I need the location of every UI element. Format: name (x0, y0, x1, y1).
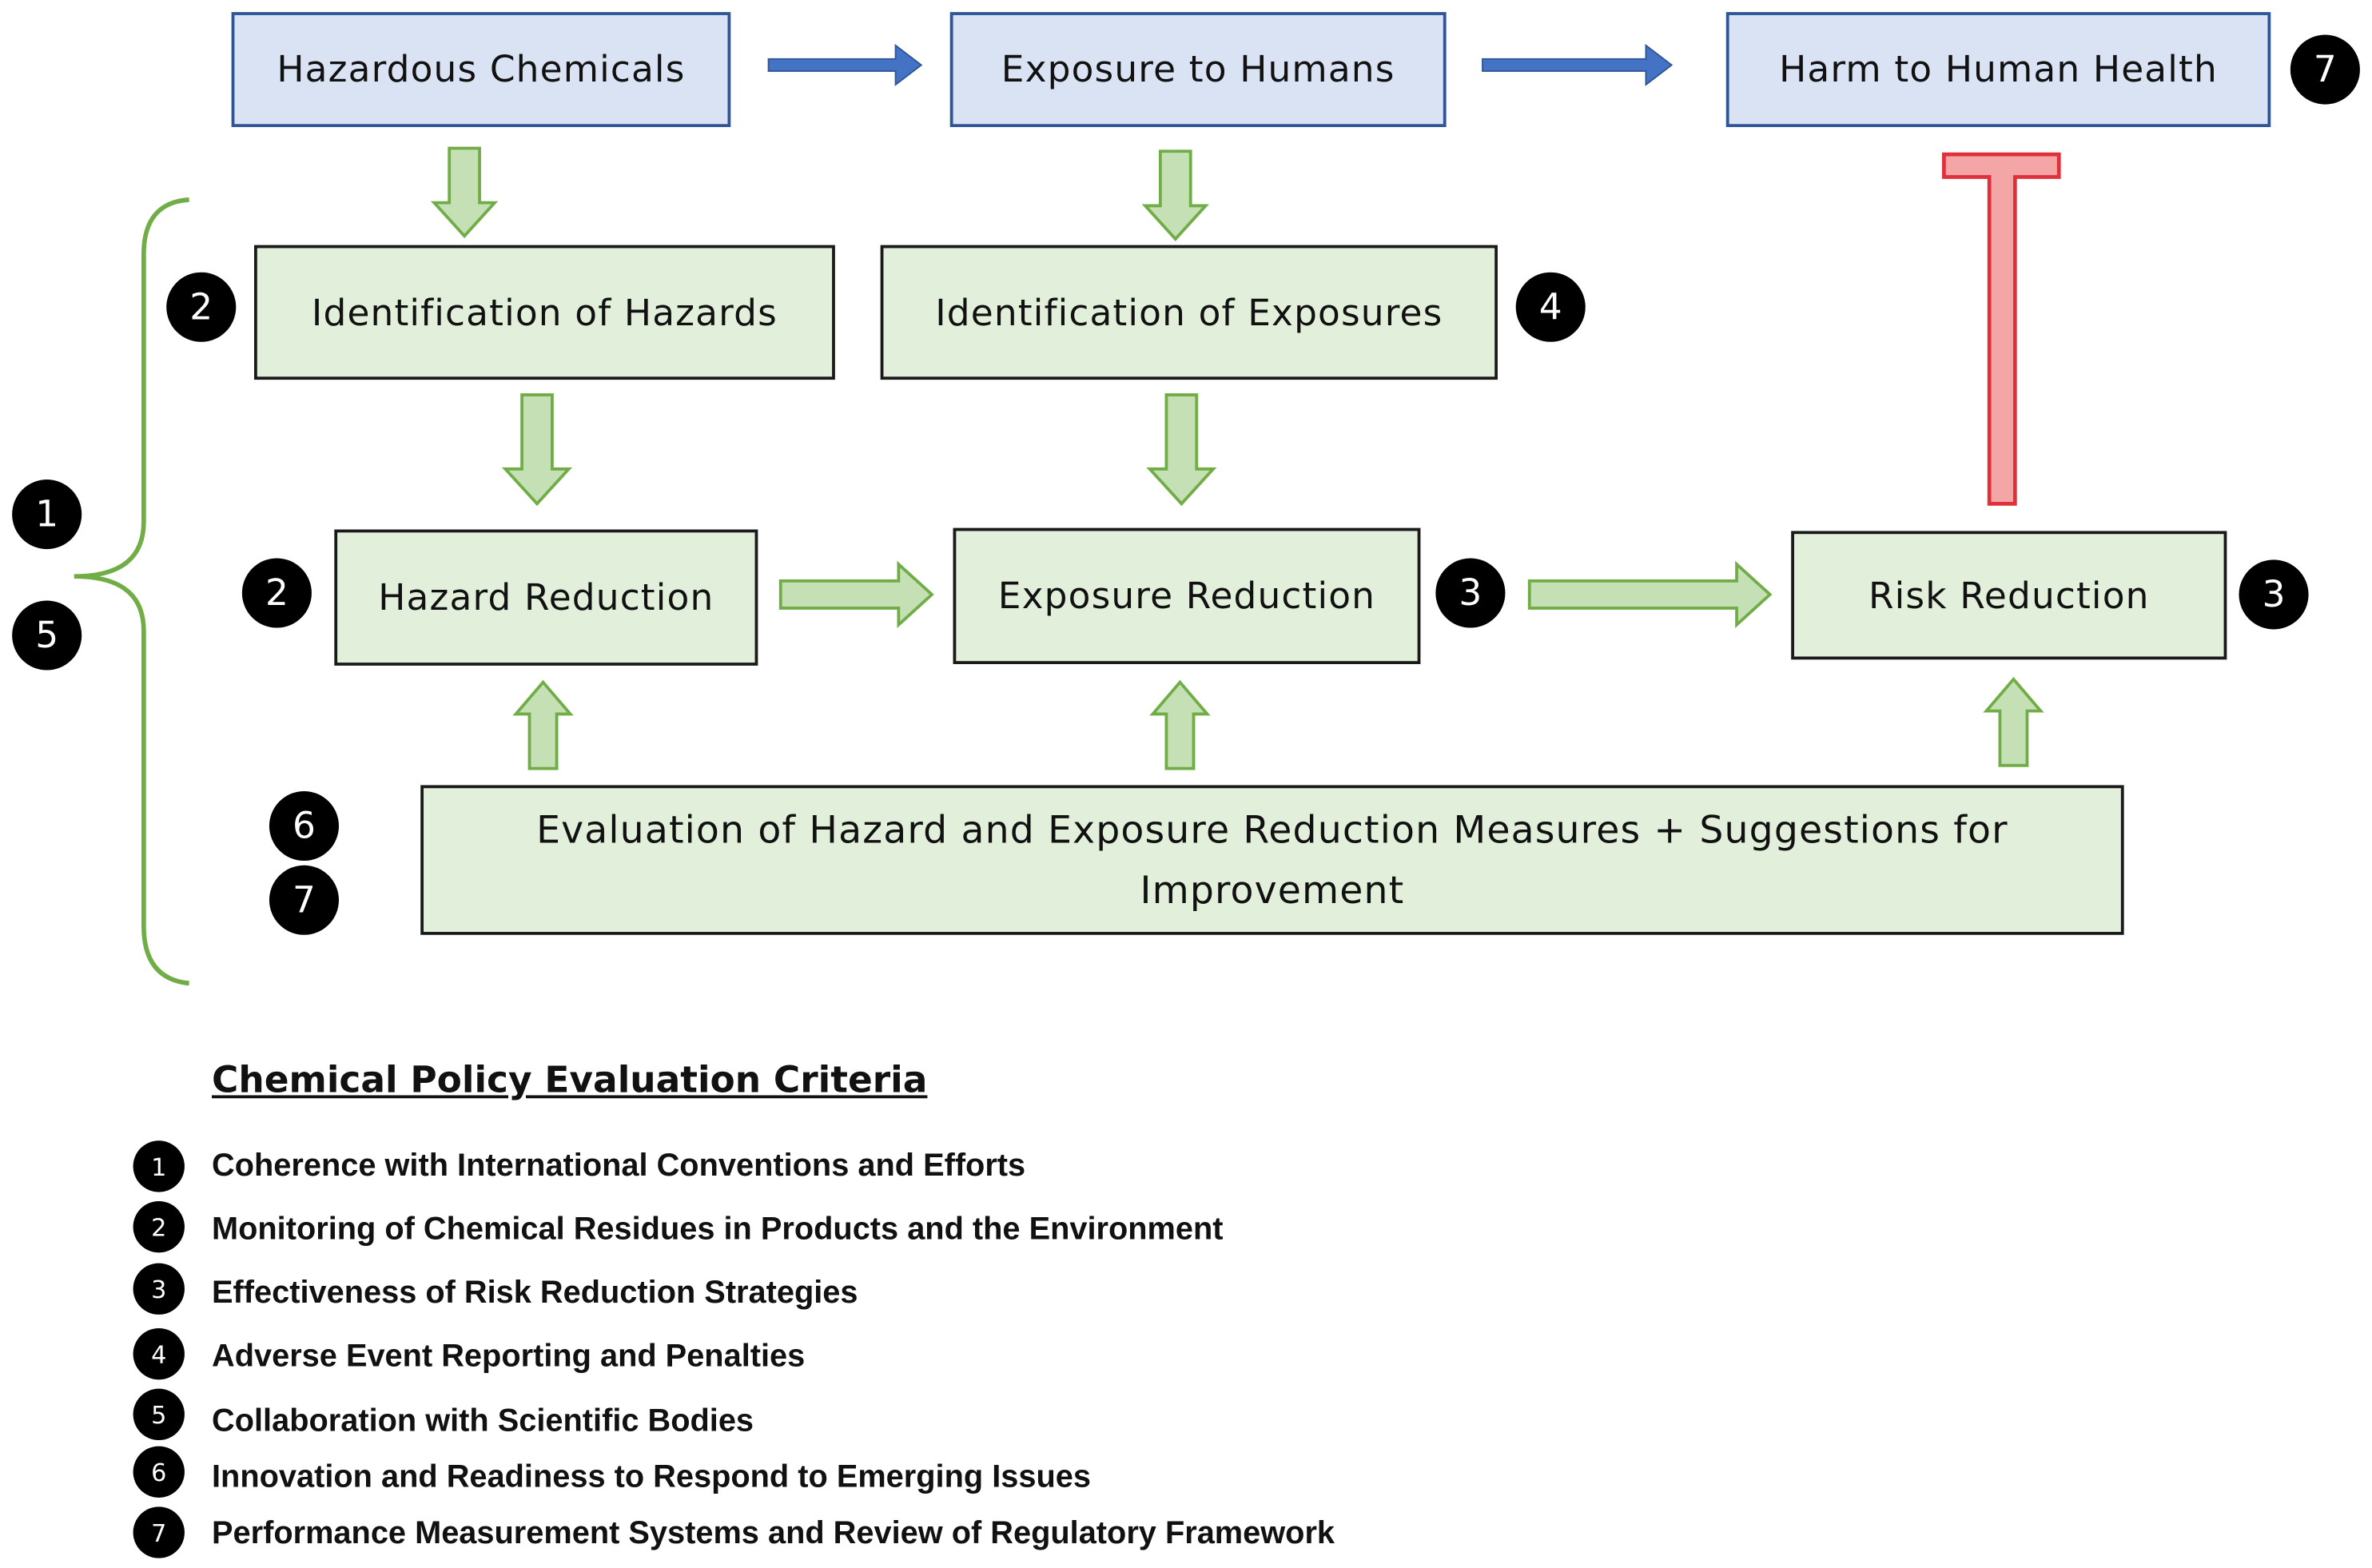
blue-arrow-chemicals-to-exposure (767, 43, 923, 86)
legend-badge-1: 1 (133, 1140, 185, 1192)
legend-item-3: Effectiveness of Risk Reduction Strategi… (212, 1275, 858, 1311)
legend-badge-7: 7 (133, 1506, 185, 1558)
legend-item-5: Collaboration with Scientific Bodies (212, 1403, 754, 1439)
exposure-reduction-label: Exposure Reduction (997, 575, 1376, 618)
harm-to-human-health-label: Harm to Human Health (1779, 48, 2218, 91)
exposure-to-humans-label: Exposure to Humans (1001, 48, 1395, 91)
legend-item-7: Performance Measurement Systems and Revi… (212, 1515, 1335, 1551)
up-arrow-evaluation-to-risk-reduction (1983, 677, 2044, 767)
hazard-reduction-box: Hazard Reduction (334, 529, 758, 666)
blue-arrow-exposure-to-harm (1482, 43, 1674, 86)
badge-exposure-reduction: 3 (1435, 558, 1506, 628)
down-arrow-identification-to-hazard-reduction (501, 393, 573, 507)
legend-badge-6: 6 (133, 1446, 185, 1498)
hazardous-chemicals-label: Hazardous Chemicals (277, 48, 686, 91)
exposure-to-humans-box: Exposure to Humans (949, 12, 1447, 128)
identification-of-exposures-label: Identification of Exposures (935, 291, 1443, 334)
badge-identification-exposures: 4 (1515, 272, 1586, 342)
harm-to-human-health-box: Harm to Human Health (1725, 12, 2271, 128)
down-arrow-exposure-to-identification (1141, 149, 1209, 241)
risk-reduction-box: Risk Reduction (1791, 531, 2227, 660)
right-arrow-exposure-to-risk-reduction (1527, 560, 1773, 629)
hazardous-chemicals-box: Hazardous Chemicals (231, 12, 731, 128)
evaluation-box: Evaluation of Hazard and Exposure Reduct… (420, 785, 2124, 935)
up-arrow-evaluation-to-hazard-reduction (512, 679, 574, 770)
legend-badge-2: 2 (133, 1200, 185, 1253)
down-arrow-identification-to-exposure-reduction (1146, 393, 1217, 507)
legend-badge-4: 4 (133, 1327, 185, 1380)
legend-title: Chemical Policy Evaluation Criteria (212, 1059, 928, 1102)
legend-item-2: Monitoring of Chemical Residues in Produ… (212, 1212, 1224, 1247)
badge-hazard-reduction: 2 (241, 558, 312, 628)
legend-badge-5: 5 (133, 1388, 185, 1441)
legend-item-4: Adverse Event Reporting and Penalties (212, 1339, 806, 1374)
legend-item-6: Innovation and Readiness to Respond to E… (212, 1459, 1091, 1495)
identification-of-hazards-box: Identification of Hazards (254, 245, 835, 380)
badge-harm: 7 (2290, 34, 2360, 105)
inhibition-bar-risk-to-harm (1942, 152, 2061, 506)
legend-badge-3: 3 (133, 1263, 185, 1315)
identification-of-hazards-label: Identification of Hazards (311, 291, 778, 334)
up-arrow-evaluation-to-exposure-reduction (1149, 679, 1211, 770)
risk-reduction-label: Risk Reduction (1868, 574, 2150, 617)
badge-brace-bottom: 5 (12, 600, 82, 671)
right-arrow-hazard-to-exposure-reduction (778, 560, 934, 629)
identification-of-exposures-box: Identification of Exposures (880, 245, 1498, 380)
badge-risk-reduction: 3 (2239, 559, 2309, 630)
legend-item-1: Coherence with International Conventions… (212, 1148, 1026, 1184)
badge-identification-hazards: 2 (166, 272, 237, 342)
badge-evaluation-bottom: 7 (269, 865, 340, 935)
badge-brace-top: 1 (12, 480, 82, 550)
badge-evaluation-top: 6 (269, 790, 340, 862)
exposure-reduction-box: Exposure Reduction (953, 527, 1421, 664)
evaluation-label: Evaluation of Hazard and Exposure Reduct… (536, 806, 2008, 912)
hazard-reduction-label: Hazard Reduction (378, 576, 714, 619)
down-arrow-chemicals-to-identification (430, 146, 499, 239)
